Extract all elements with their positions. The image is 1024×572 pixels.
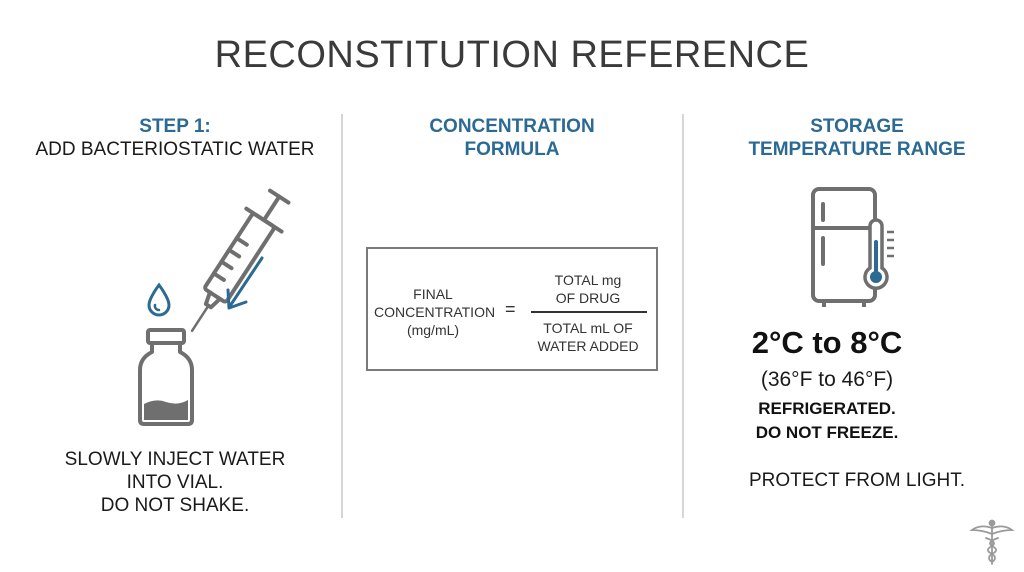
- column-divider-left: [341, 114, 343, 518]
- storage-heading-line1: STORAGE: [810, 116, 904, 137]
- formula-fraction-bar: [531, 311, 647, 313]
- step1-instruction-line1: SLOWLY INJECT WATER: [64, 449, 286, 470]
- storage-heading-line2: TEMPERATURE RANGE: [748, 139, 966, 160]
- storage-celsius: 2°C to 8°C: [751, 325, 903, 360]
- formula-left-side: FINAL CONCENTRATION (mg/mL): [374, 285, 496, 339]
- step1-instruction-line2: INTO VIAL.: [126, 472, 224, 493]
- formula-left-line2: CONCENTRATION: [374, 304, 496, 320]
- formula-numerator-line2: OF DRUG: [555, 290, 621, 306]
- formula-heading-line1: CONCENTRATION: [429, 116, 595, 137]
- vial-icon: [138, 328, 194, 426]
- step1-subheading: ADD BACTERIOSTATIC WATER: [35, 139, 315, 160]
- storage-fahrenheit: (36°F to 46°F): [760, 368, 894, 391]
- page-title: RECONSTITUTION REFERENCE: [214, 34, 810, 76]
- thermometer-icon: [863, 218, 894, 290]
- caduceus-icon: [969, 519, 1015, 565]
- water-drop-icon: [147, 282, 171, 317]
- formula-left-line1: FINAL: [413, 286, 453, 302]
- storage-warning: REFRIGERATED. DO NOT FREEZE.: [712, 397, 942, 445]
- formula-denominator-line2: WATER ADDED: [537, 338, 639, 354]
- formula-numerator: TOTAL mg OF DRUG: [528, 271, 648, 307]
- formula-equals: =: [505, 299, 516, 319]
- column-divider-right: [682, 114, 684, 518]
- storage-no-freeze: DO NOT FREEZE.: [755, 423, 899, 442]
- step1-heading: STEP 1:: [139, 116, 211, 137]
- arrow-icon: [226, 256, 264, 310]
- formula-left-line3: (mg/mL): [406, 322, 460, 338]
- step1-instruction-line3: DO NOT SHAKE.: [100, 495, 250, 516]
- formula-heading-line2: FORMULA: [464, 139, 560, 160]
- storage-light: PROTECT FROM LIGHT.: [748, 470, 966, 491]
- storage-refrigerated: REFRIGERATED.: [758, 399, 896, 418]
- formula-box: FINAL CONCENTRATION (mg/mL) = TOTAL mg O…: [366, 247, 658, 371]
- formula-denominator: TOTAL mL OF WATER ADDED: [528, 319, 648, 355]
- syringe-icon: [190, 188, 291, 333]
- formula-numerator-line1: TOTAL mg: [554, 272, 622, 288]
- formula-denominator-line1: TOTAL mL OF: [543, 320, 633, 336]
